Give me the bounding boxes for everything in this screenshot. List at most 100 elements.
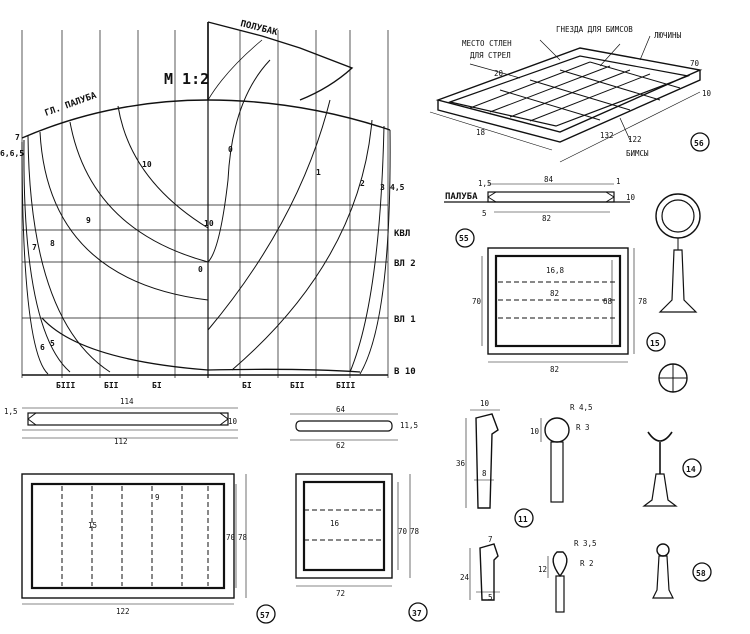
curve-label-9: 9 bbox=[86, 216, 91, 225]
curve-label-10-center: 10 bbox=[204, 219, 214, 228]
keel-curve-left bbox=[41, 317, 209, 371]
h55-dim-82-plan: 82 bbox=[550, 365, 559, 374]
iso-label-place: МЕСТО СТЛЕН bbox=[462, 39, 512, 48]
buttock-right-3: БIII bbox=[336, 381, 355, 390]
h57-dim-122: 122 bbox=[116, 607, 130, 616]
h37-dim-70: 70 bbox=[398, 527, 408, 536]
section-0-right bbox=[207, 59, 271, 263]
iso-dim-132: 132 bbox=[600, 131, 614, 140]
section-4 bbox=[359, 129, 391, 375]
waterline-kvl: КВЛ bbox=[394, 229, 410, 239]
h55-dim-78: 78 bbox=[638, 297, 648, 306]
section-9 bbox=[69, 121, 209, 263]
h55-dim-10: 10 bbox=[626, 193, 636, 202]
pipe-dim-r3-5: R 3,5 bbox=[574, 539, 597, 548]
vent-small-dim-24: 24 bbox=[460, 573, 470, 582]
scale-label: М 1:2 bbox=[164, 70, 209, 88]
section-2 bbox=[231, 119, 373, 371]
section-5 bbox=[21, 141, 49, 375]
pipe-dim-r2: R 2 bbox=[580, 559, 594, 568]
vent11-dim-8: 8 bbox=[482, 469, 487, 478]
vent-small-dim-5: 5 bbox=[488, 593, 493, 602]
keel-curve-right bbox=[207, 368, 361, 373]
h55-dim-70: 70 bbox=[472, 297, 482, 306]
pipe-dim-12: 12 bbox=[538, 565, 547, 574]
iso-label-nests: ГНЕЗДА ДЛЯ БИМСОВ bbox=[556, 25, 633, 34]
bell-pipe bbox=[540, 417, 570, 613]
section-3 bbox=[349, 125, 385, 373]
iso-dim-18: 18 bbox=[476, 128, 486, 137]
buttock-right-1: БI bbox=[242, 381, 252, 390]
vent11-dim-36: 36 bbox=[456, 459, 466, 468]
h57-dim-10: 10 bbox=[228, 417, 238, 426]
iso-label-booms: ДЛЯ СТРЕЛ bbox=[470, 51, 511, 60]
iso-dim-10: 10 bbox=[702, 89, 712, 98]
h57-dim-1-5: 1,5 bbox=[4, 407, 18, 416]
buttock-right-2: БII bbox=[290, 381, 305, 390]
station-label-7: 7 bbox=[15, 133, 20, 142]
h37-id: 37 bbox=[412, 609, 422, 618]
section-1 bbox=[207, 99, 331, 331]
h37-dim-11-5: 11,5 bbox=[400, 421, 418, 430]
station-label-6-6-5: 6,6,5 bbox=[0, 149, 24, 158]
iso-label-covers: ЛЮЧИНЫ bbox=[654, 31, 682, 40]
part14-id: 14 bbox=[686, 465, 696, 474]
bell-dim-10: 10 bbox=[530, 427, 540, 436]
curve-label-0-right: 0 bbox=[228, 145, 233, 154]
vent-parts bbox=[465, 409, 500, 601]
h57-dim-114: 114 bbox=[120, 397, 134, 406]
iso-dim-70: 70 bbox=[690, 59, 700, 68]
buttock-left-2: БII bbox=[104, 381, 119, 390]
part58-id: 58 bbox=[696, 569, 706, 578]
h57-dim-15: 15 bbox=[88, 521, 97, 530]
h55-deck-label: ПАЛУБА bbox=[445, 192, 478, 202]
h37-dim-72: 72 bbox=[336, 589, 345, 598]
h55-dim-5: 5 bbox=[482, 209, 487, 218]
h37-dim-78: 78 bbox=[410, 527, 420, 536]
vent11-dim-10: 10 bbox=[480, 399, 490, 408]
body-plan bbox=[21, 21, 391, 378]
part-15-stanchion bbox=[655, 193, 701, 393]
buttock-left-3: БIII bbox=[56, 381, 75, 390]
hatch-57 bbox=[21, 407, 247, 605]
h55-dim-82-side: 82 bbox=[542, 214, 551, 223]
section-7 bbox=[27, 135, 111, 373]
part15-id: 15 bbox=[650, 339, 660, 348]
h57-dim-112: 112 bbox=[114, 437, 128, 446]
waterline-vl1: ВЛ 1 bbox=[394, 315, 416, 325]
curve-label-1: 1 bbox=[316, 168, 321, 177]
hatch-isometric-56 bbox=[429, 35, 703, 163]
curve-label-2: 2 bbox=[360, 179, 365, 188]
section-10-left bbox=[117, 105, 209, 229]
h55-id: 55 bbox=[459, 234, 469, 243]
section-8 bbox=[39, 131, 209, 301]
h37-dim-64: 64 bbox=[336, 405, 346, 414]
h57-dim-9: 9 bbox=[155, 493, 160, 502]
bell-dim-r4-5: R 4,5 bbox=[570, 403, 593, 412]
h55-dim-1: 1 bbox=[616, 177, 621, 186]
id-circles bbox=[256, 132, 712, 624]
part-14-fork bbox=[642, 431, 678, 507]
station-label-4-5: 4,5 bbox=[390, 183, 405, 192]
vent-small-dim-7: 7 bbox=[488, 535, 493, 544]
h55-dim-82-inner: 82 bbox=[550, 289, 559, 298]
vent11-id: 11 bbox=[518, 515, 528, 524]
station-label-3: 3 bbox=[380, 183, 385, 192]
curve-label-0-center: 0 bbox=[198, 265, 203, 274]
curve-label-7: 7 bbox=[32, 243, 37, 252]
iso-dim-20: 20 bbox=[494, 69, 504, 78]
forecastle-outline bbox=[207, 21, 354, 101]
section-6 bbox=[23, 139, 71, 373]
h37-dim-16: 16 bbox=[330, 519, 340, 528]
iso-label-beams: БИМСЫ bbox=[626, 149, 649, 158]
h55-dim-16-8: 16,8 bbox=[546, 266, 565, 275]
curve-label-8: 8 bbox=[50, 239, 55, 248]
h55-dim-1-5: 1,5 bbox=[478, 179, 492, 188]
bell-dim-r3: R 3 bbox=[576, 423, 590, 432]
curve-label-6: 6 bbox=[40, 343, 45, 352]
h57-dim-78: 78 bbox=[238, 533, 248, 542]
hatch-37 bbox=[290, 413, 411, 587]
curve-label-5: 5 bbox=[50, 339, 55, 348]
h57-dim-70: 70 bbox=[226, 533, 236, 542]
part-58-post bbox=[652, 543, 674, 599]
